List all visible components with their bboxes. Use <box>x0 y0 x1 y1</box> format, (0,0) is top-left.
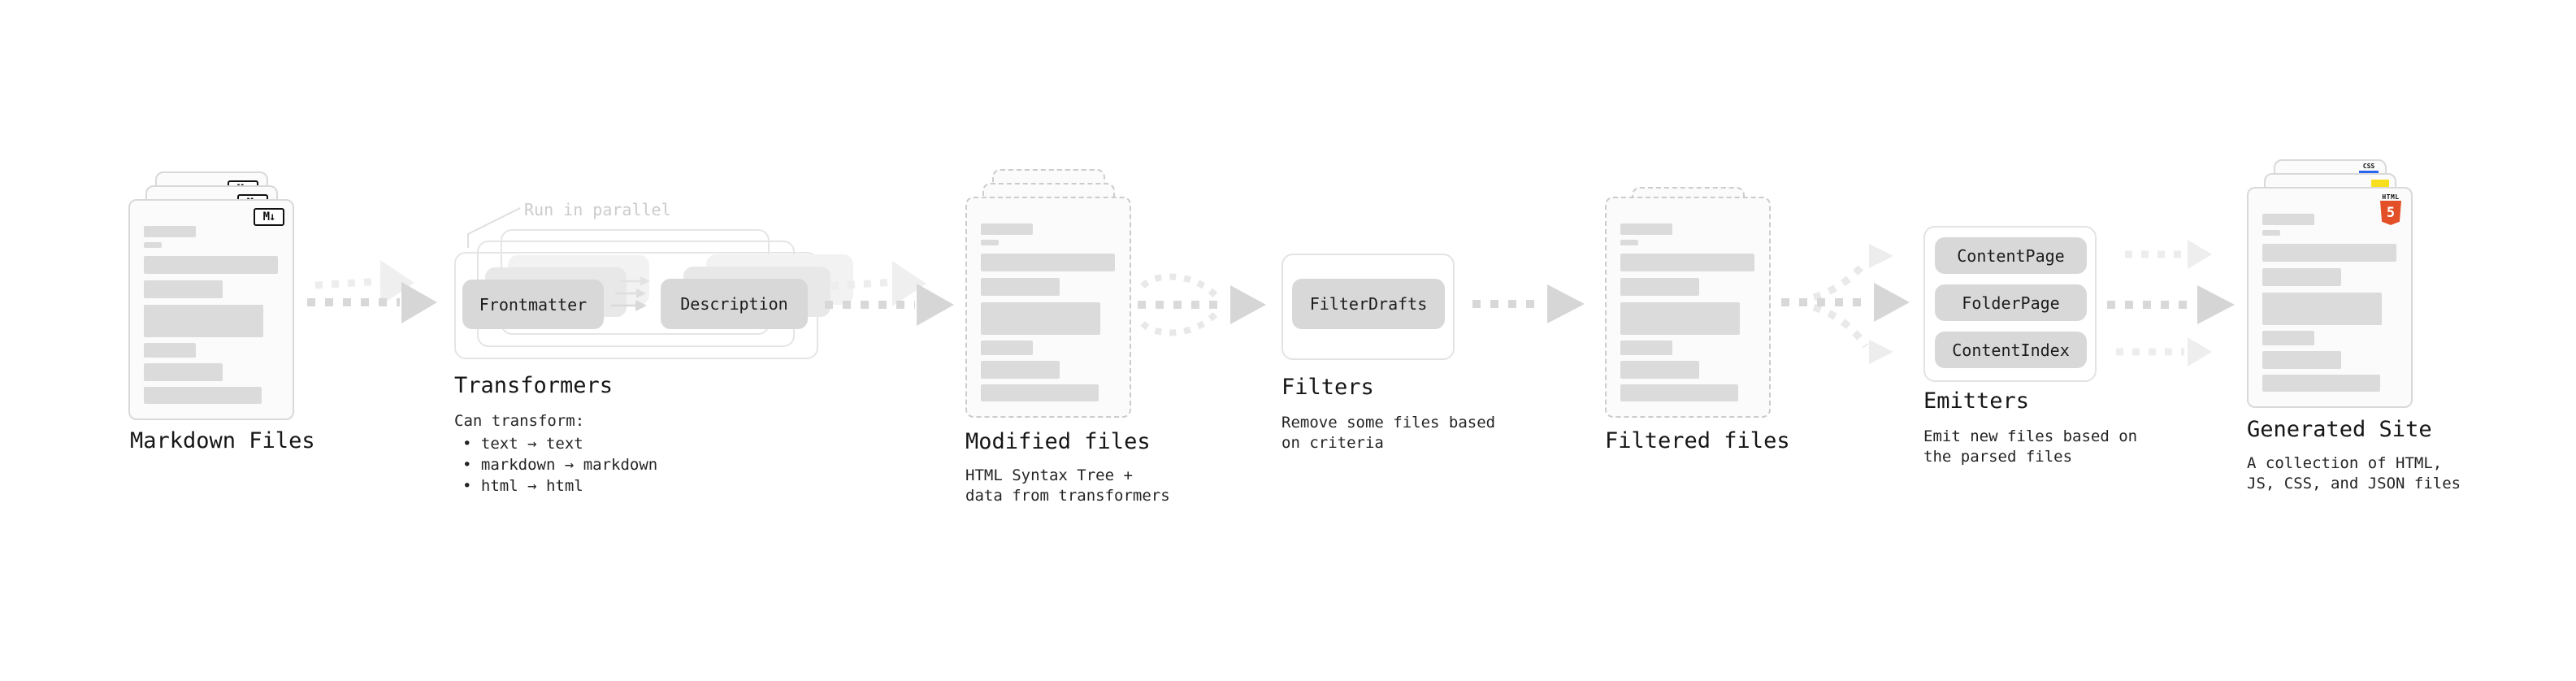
bullet-item: • html → html <box>462 477 583 495</box>
arrow-modified-to-filters <box>1138 273 1266 336</box>
placeholder-text-bar <box>2262 351 2341 369</box>
arrow-emitters-to-site <box>2107 240 2235 367</box>
placeholder-text-bar <box>144 343 196 358</box>
placeholder-text-bar <box>1620 384 1738 401</box>
placeholder-text-bar <box>144 305 263 337</box>
placeholder-text-bar <box>144 280 223 298</box>
css-icon-underline <box>2359 171 2379 173</box>
html5-icon-shield: 5 <box>2380 201 2401 225</box>
modified-page-front <box>965 197 1131 418</box>
placeholder-text-bar <box>1620 361 1699 379</box>
markdown-files-deck: M↓ M↓ M↓ <box>128 171 294 423</box>
arrow-filters-to-filtered <box>1472 284 1585 323</box>
folderpage-node: FolderPage <box>1935 284 2087 321</box>
emitters-subtitle: Emit new files based on the parsed files <box>1923 427 2138 466</box>
markdown-page-front: M↓ <box>128 199 294 420</box>
placeholder-text-bar <box>2262 293 2382 325</box>
placeholder-text-bar <box>1620 240 1638 245</box>
placeholder-text-bar <box>981 361 1060 379</box>
description-node: Description <box>661 279 808 329</box>
placeholder-text-bar <box>1620 302 1740 335</box>
placeholder-text-bar <box>981 340 1033 355</box>
generated-site-deck: CSS HTML 5 <box>2247 159 2413 411</box>
css-icon-label: CSS <box>2362 163 2375 170</box>
filtered-page-front <box>1605 197 1771 418</box>
placeholder-text-bar <box>981 384 1099 401</box>
filterdrafts-node: FilterDrafts <box>1292 279 1445 329</box>
placeholder-text-bar <box>981 278 1060 296</box>
filtered-files-title: Filtered files <box>1605 428 1790 453</box>
modified-files-deck <box>965 169 1131 421</box>
generated-page-front: HTML 5 <box>2247 187 2413 408</box>
contentpage-node: ContentPage <box>1935 237 2087 274</box>
transformers-title: Transformers <box>454 373 614 398</box>
placeholder-text-bar <box>2262 331 2314 345</box>
placeholder-text-bar <box>144 256 278 274</box>
markdown-files-title: Markdown Files <box>130 428 315 453</box>
placeholder-text-bar <box>1620 340 1672 355</box>
transformers-desc-heading: Can transform: <box>454 412 585 430</box>
placeholder-text-bar <box>2262 268 2341 286</box>
markdown-icon: M↓ <box>254 208 284 226</box>
placeholder-text-bar <box>1620 254 1754 271</box>
modified-files-title: Modified files <box>965 429 1151 454</box>
placeholder-text-bar <box>144 387 262 404</box>
generated-site-title: Generated Site <box>2247 417 2432 442</box>
run-in-parallel-note: Run in parallel <box>524 200 671 219</box>
bullet-item: • text → text <box>462 435 583 453</box>
html5-icon: HTML 5 <box>2380 193 2401 225</box>
placeholder-text-bar <box>981 223 1033 235</box>
placeholder-text-bar <box>2262 375 2380 392</box>
modified-files-subtitle: HTML Syntax Tree + data from transformer… <box>965 466 1170 505</box>
placeholder-text-bar <box>2262 244 2396 262</box>
css-icon: CSS <box>2359 163 2379 173</box>
placeholder-text-bar <box>981 240 999 245</box>
filters-title: Filters <box>1281 375 1374 400</box>
frontmatter-node: Frontmatter <box>462 280 604 329</box>
placeholder-text-bar <box>981 254 1115 271</box>
contentindex-node: ContentIndex <box>1935 332 2087 368</box>
placeholder-text-bar <box>981 302 1100 335</box>
filters-subtitle: Remove some files based on criteria <box>1281 414 1496 452</box>
filtered-files-deck <box>1605 187 1771 423</box>
emitters-title: Emitters <box>1923 388 2030 414</box>
placeholder-text-bar <box>2262 230 2280 236</box>
bullet-item: • markdown → markdown <box>462 456 658 474</box>
arrow-filtered-to-emitters <box>1781 244 1910 364</box>
placeholder-text-bar <box>144 363 223 381</box>
placeholder-text-bar <box>1620 223 1672 235</box>
placeholder-text-bar <box>1620 278 1699 296</box>
generated-site-subtitle: A collection of HTML, JS, CSS, and JSON … <box>2247 454 2461 492</box>
placeholder-text-bar <box>2262 214 2314 225</box>
placeholder-text-bar <box>144 226 196 237</box>
html5-icon-label: HTML <box>2382 193 2400 201</box>
placeholder-text-bar <box>144 242 162 248</box>
arrow-markdown-to-transformers <box>307 260 437 323</box>
transformers-bullet-list: • text → text • markdown → markdown • ht… <box>454 433 657 497</box>
